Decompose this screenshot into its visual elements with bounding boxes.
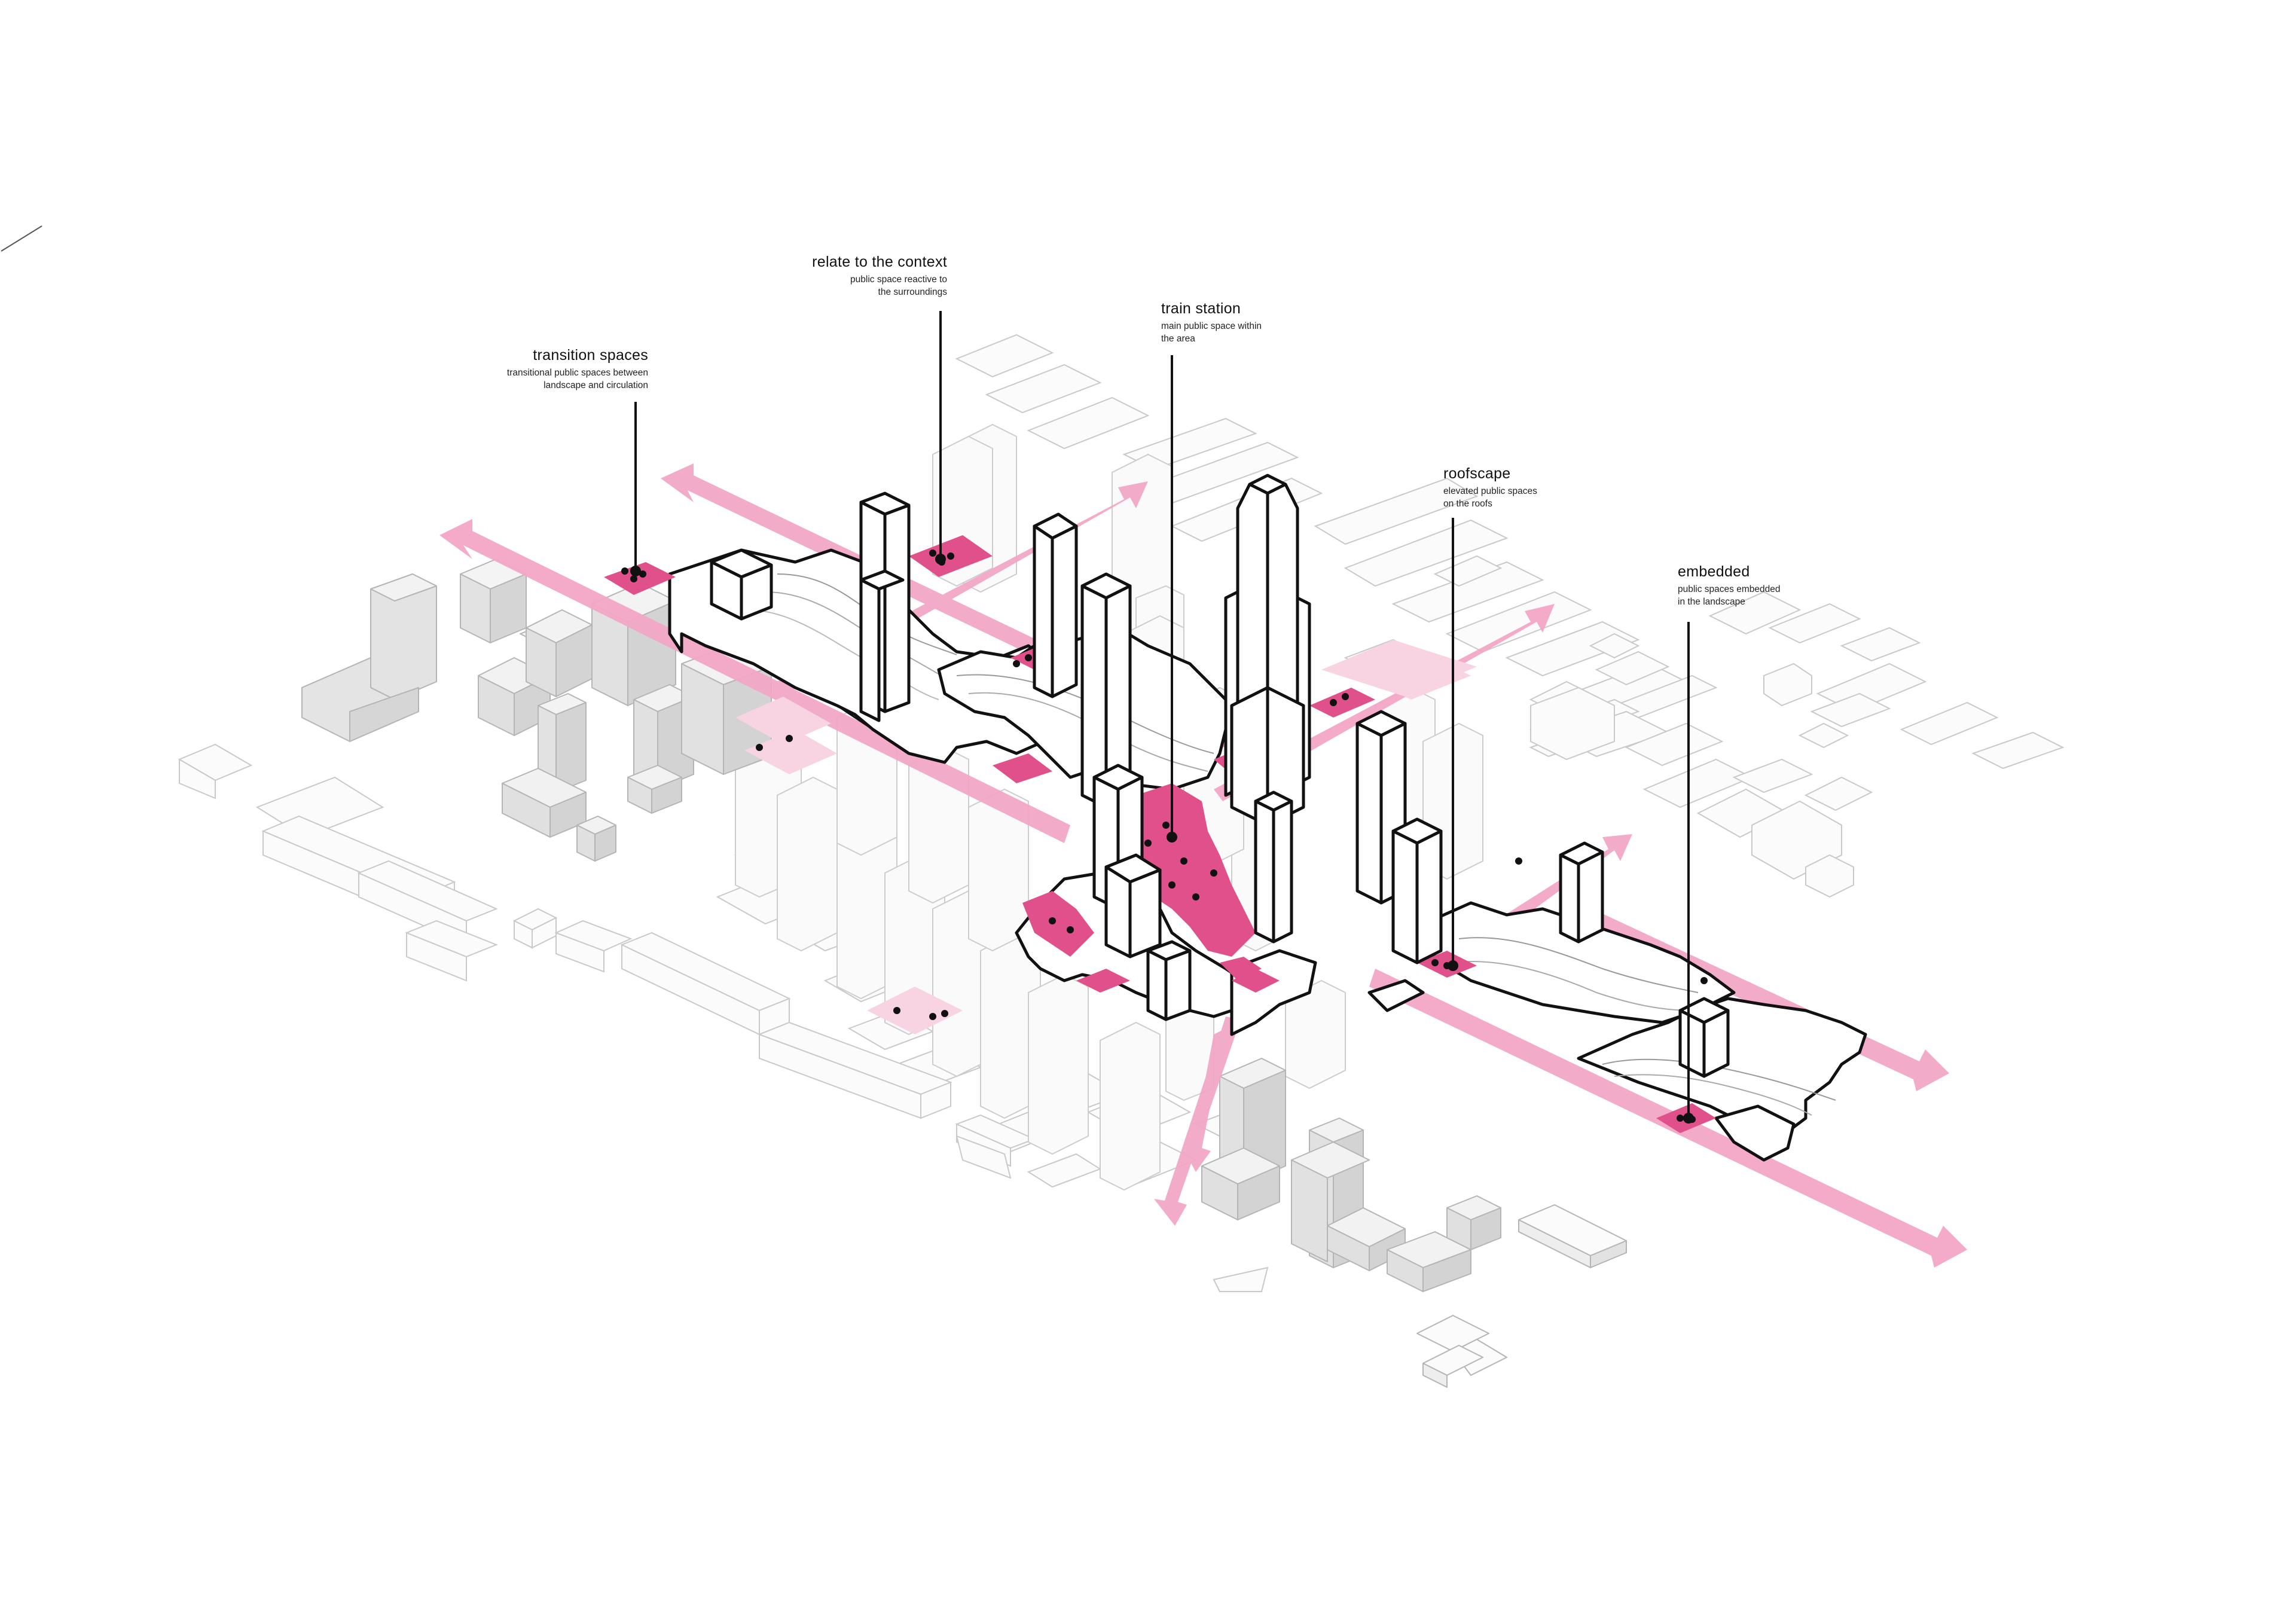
tower-supertall	[1224, 474, 1311, 827]
callout-title: transition spaces	[533, 347, 648, 364]
arrow-south-branch	[1183, 1028, 1226, 1172]
tower-c	[1080, 572, 1132, 809]
callout-relate-to-context: relate to the context public space react…	[812, 254, 947, 298]
zone-station	[1124, 783, 1256, 957]
primary-public-spaces	[604, 535, 1716, 1133]
callout-leaders	[630, 311, 1694, 1124]
tower-k	[1678, 997, 1730, 1078]
zone-station-left	[1022, 891, 1094, 957]
callout-description: elevated public spaces on the roofs	[1443, 486, 1537, 509]
callout-title: train station	[1161, 300, 1241, 317]
arrow-south	[1154, 1016, 1241, 1226]
tower-f	[1146, 940, 1192, 1021]
callout-description: public spaces embedded in the landscape	[1678, 584, 1781, 607]
stray-mark	[1, 225, 42, 252]
zone-transition	[604, 562, 676, 595]
callout-title: roofscape	[1443, 465, 1511, 482]
callout-transition-spaces: transition spaces transitional public sp…	[507, 347, 648, 392]
tower-i	[1391, 817, 1443, 964]
context-buildings-faint	[178, 334, 2065, 1292]
tower-g	[1254, 790, 1293, 944]
tower-e	[1104, 853, 1162, 958]
people-figures	[621, 550, 1708, 1123]
tower-a2	[859, 569, 905, 722]
callout-title: relate to the context	[812, 254, 947, 270]
callout-description: main public space within the area	[1161, 321, 1262, 344]
tower-cube-left	[710, 548, 773, 621]
arrow-nw-lower	[439, 519, 1070, 843]
towers	[710, 474, 1730, 1078]
callout-embedded: embedded public spaces embedded in the l…	[1678, 563, 1780, 608]
callout-description: public space reactive to the surrounding…	[850, 274, 947, 297]
callout-description: transitional public spaces between lands…	[506, 368, 648, 390]
callout-title: embedded	[1678, 563, 1750, 580]
callout-roofscape: roofscape elevated public spaces on the …	[1443, 465, 1537, 510]
tower-b	[1033, 512, 1078, 698]
callout-train-station: train station main public space within t…	[1161, 300, 1262, 345]
tower-j	[1559, 841, 1604, 944]
